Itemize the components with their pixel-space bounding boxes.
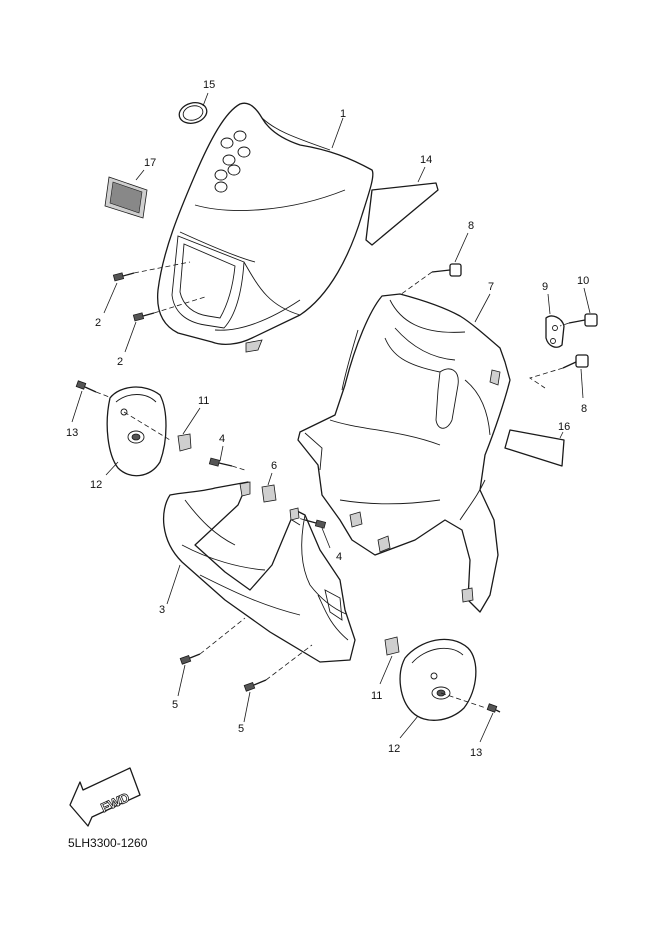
part-13-screw-left xyxy=(71,380,113,423)
part-4-screw-lower xyxy=(297,517,331,549)
callout-6: 6 xyxy=(271,460,277,472)
callout-5a: 5 xyxy=(172,699,178,711)
part-3-lower-panel xyxy=(162,481,356,663)
callout-12b: 12 xyxy=(388,743,400,755)
catalog-code: 5LH3300-1260 xyxy=(68,836,148,850)
part-9-bracket xyxy=(545,293,565,348)
callout-13b: 13 xyxy=(470,747,482,759)
callout-4b: 4 xyxy=(336,551,342,563)
callout-labels: 15 1 17 14 8 7 9 10 2 2 13 11 12 4 6 8 1… xyxy=(66,79,589,759)
callout-2a: 2 xyxy=(95,317,101,329)
callout-3: 3 xyxy=(159,604,165,616)
part-8-screw-upper xyxy=(399,232,469,296)
part-2-screw-upper xyxy=(103,261,191,314)
callout-11a: 11 xyxy=(198,395,209,407)
callout-15: 15 xyxy=(203,79,215,91)
callout-16: 16 xyxy=(558,421,570,433)
part-7-leg-shield xyxy=(297,293,511,613)
callout-2b: 2 xyxy=(117,356,123,368)
part-11-clip-left xyxy=(177,407,201,452)
part-8-screw-lower xyxy=(529,354,589,399)
part-6-nut xyxy=(261,472,277,503)
part-17-reflector xyxy=(104,169,148,219)
callout-9: 9 xyxy=(542,281,548,293)
callout-12a: 12 xyxy=(90,479,102,491)
part-1-front-cover xyxy=(156,102,374,353)
part-4-screw-upper xyxy=(208,445,246,471)
part-2-screw-lower xyxy=(124,296,206,353)
part-11-clip-right xyxy=(379,636,400,685)
callout-8: 8 xyxy=(468,220,474,232)
part-12-side-cap-left xyxy=(105,386,171,477)
callout-5b: 5 xyxy=(238,723,244,735)
callout-8b: 8 xyxy=(581,403,587,415)
callout-14: 14 xyxy=(420,154,432,166)
part-5-screw-center xyxy=(243,644,313,723)
part-10-screw xyxy=(559,287,598,327)
callout-1: 1 xyxy=(340,108,346,120)
part-16-decal xyxy=(504,429,565,467)
callout-17: 17 xyxy=(144,157,156,169)
part-14-decal xyxy=(365,166,439,246)
part-15-ring xyxy=(178,92,209,124)
callout-10: 10 xyxy=(577,275,589,287)
callout-7: 7 xyxy=(488,281,494,293)
fwd-arrow-icon: FWD xyxy=(69,767,141,827)
callout-4a: 4 xyxy=(219,433,225,445)
part-13-screw-right xyxy=(479,703,501,743)
part-5-screw-left xyxy=(177,617,246,697)
part-12-side-cap-right xyxy=(399,638,487,739)
callout-13a: 13 xyxy=(66,427,78,439)
callout-11b: 11 xyxy=(371,690,382,702)
